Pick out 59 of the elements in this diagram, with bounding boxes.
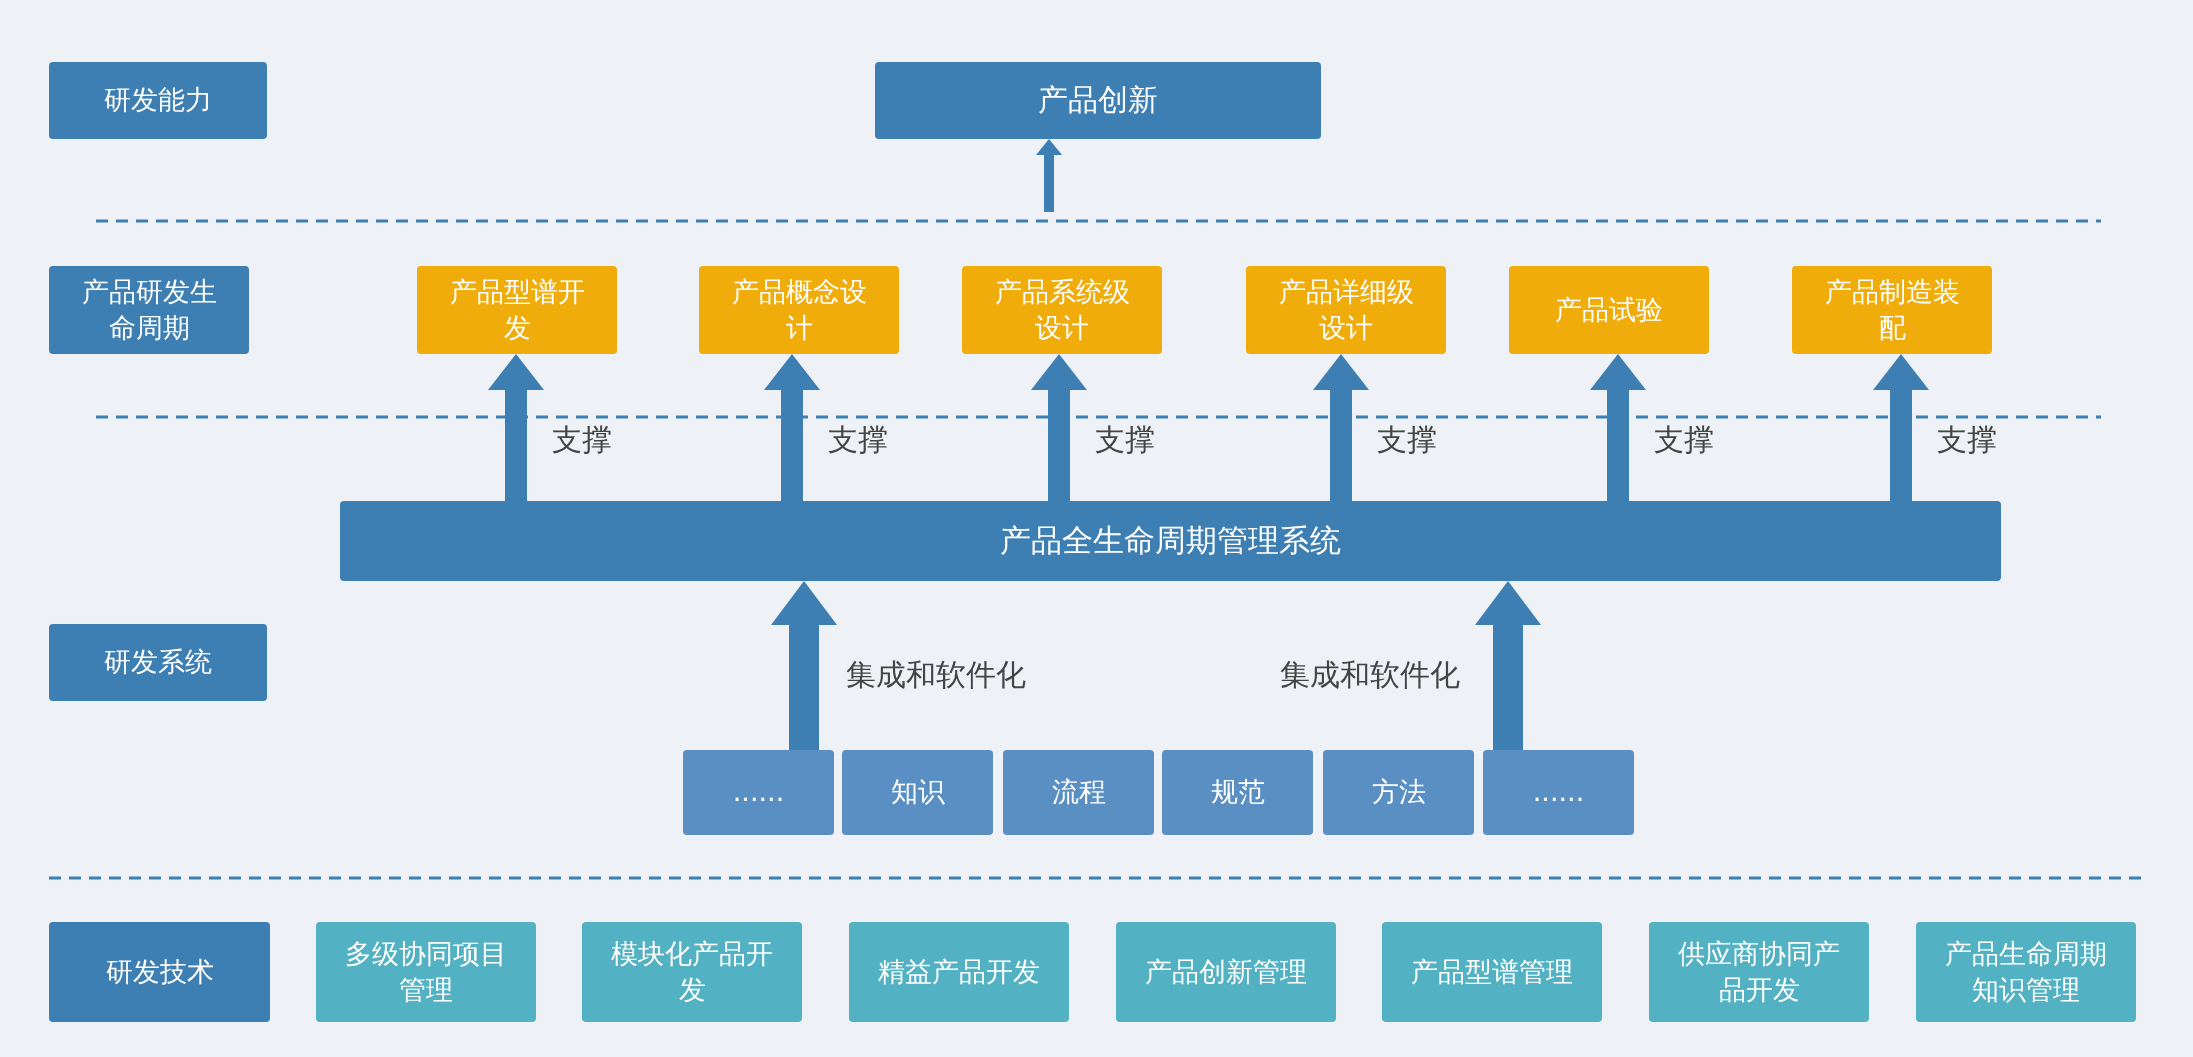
layer-label [49,266,249,354]
stage-box [1792,266,1992,354]
technology-box [1916,922,2136,1022]
technology-box [849,922,1069,1022]
block-arrow [771,581,837,750]
element-box [842,750,993,835]
block-arrow [1590,354,1646,501]
element-box [1003,750,1154,835]
box-text: 供应商协同产品开发 [1677,936,1841,1007]
block-arrow [1475,581,1541,750]
layer-label [49,922,270,1022]
box-text: 多级协同项目管理 [344,936,508,1007]
system-bar [340,501,2001,581]
box-text: 产品试验 [1555,292,1663,327]
box-text: 流程 [1051,775,1106,810]
technology-box [316,922,536,1022]
block-arrow [1873,354,1929,501]
goal-box [875,62,1321,139]
box-text: 产品全生命周期管理系统 [1000,521,1341,561]
box-text: 方法 [1371,775,1426,810]
stage-box [962,266,1162,354]
element-box [1483,750,1634,835]
box-text: ...... [1532,775,1585,810]
block-arrow [1031,354,1087,501]
block-arrow [488,354,544,501]
box-text: 模块化产品开发 [610,936,774,1007]
box-text: 产品详细级设计 [1277,274,1415,345]
box-text: ...... [732,775,785,810]
stage-box [1509,266,1709,354]
block-arrow [1313,354,1369,501]
box-text: 产品创新 [1038,81,1158,120]
box-text: 产品制造装配 [1823,274,1961,345]
technology-box [1116,922,1336,1022]
technology-box [1382,922,1602,1022]
box-text: 产品生命周期知识管理 [1944,936,2108,1007]
layer-label [49,62,267,139]
box-text: 产品概念设计 [730,274,868,345]
technology-box [582,922,802,1022]
box-text: 产品系统级设计 [993,274,1131,345]
element-box [683,750,834,835]
box-text: 产品型谱管理 [1411,954,1573,989]
box-text: 精益产品开发 [878,954,1040,989]
box-text: 研发能力 [104,83,212,118]
box-text: 产品创新管理 [1145,954,1307,989]
stage-box [699,266,899,354]
stage-box [1246,266,1446,354]
element-box [1323,750,1474,835]
technology-box [1649,922,1869,1022]
block-arrow [1036,139,1062,212]
box-text: 研发技术 [105,954,214,989]
block-arrow [764,354,820,501]
box-text: 知识 [890,775,945,810]
box-text: 规范 [1210,775,1265,810]
box-text: 产品型谱开发 [448,274,586,345]
element-box [1162,750,1313,835]
box-text: 研发系统 [104,645,212,680]
box-text: 产品研发生命周期 [80,274,218,345]
layer-label [49,624,267,701]
stage-box [417,266,617,354]
